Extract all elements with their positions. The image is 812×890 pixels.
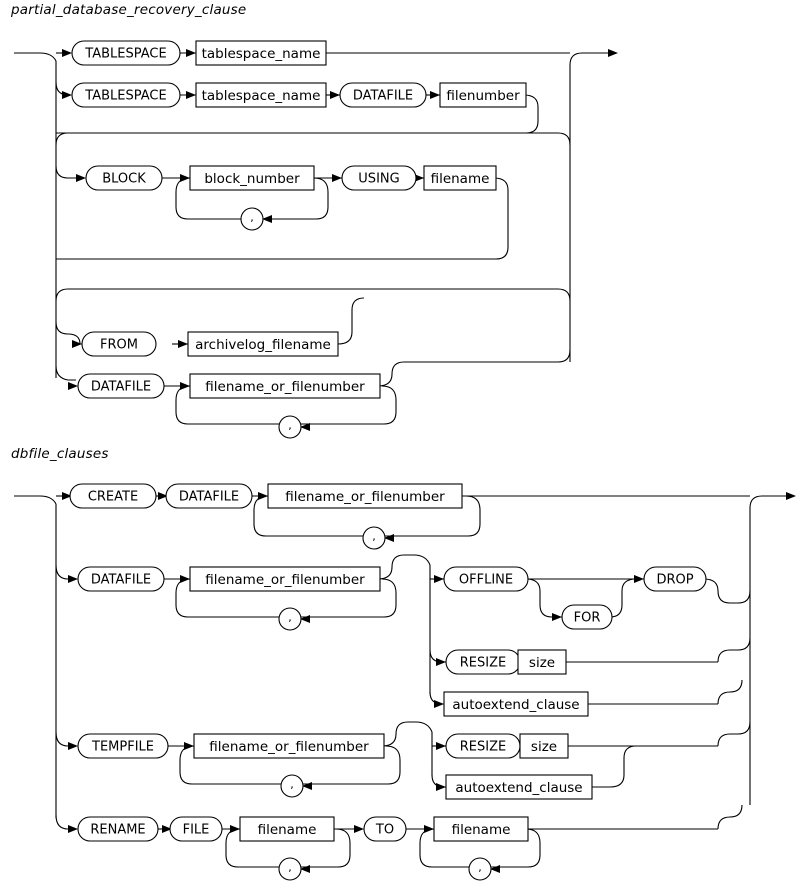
node-autoextend-clause-1: autoextend_clause [443,691,589,717]
node-label: TEMPFILE [91,740,154,755]
node-label: FROM [100,338,138,353]
node-label: RENAME [90,823,145,838]
node-label: , [478,861,482,874]
node-label: autoextend_clause [452,697,579,713]
node-datafile-keyword-2: DATAFILE [77,373,165,399]
node-from: FROM [81,331,157,357]
node-label: TABLESPACE [84,47,166,62]
node-label: FOR [574,611,601,626]
node-label: DATAFILE [91,573,151,588]
node-label: FILE [183,823,210,838]
d2-rails [14,492,796,868]
node-label: DATAFILE [353,89,413,104]
node-label: size [531,739,557,755]
node-tablespace-name-1: tablespace_name [195,40,327,66]
node-datafile: DATAFILE [77,566,165,592]
node-to: TO [363,816,407,842]
d1-arrowheads [62,49,440,431]
node-create-filename-or-filenumber: filename_or_filenumber [267,483,463,509]
node-file: FILE [169,816,223,842]
node-label: archivelog_filename [195,337,331,353]
node-drop: DROP [643,566,707,592]
diagram-title-dbfile-clauses: dbfile_clauses [11,446,109,462]
node-create-datafile: DATAFILE [165,483,253,509]
node-rename-filename-1: filename [239,816,335,842]
node-datafile-keyword-1: DATAFILE [339,82,427,108]
node-filename-using: filename [423,165,497,191]
node-label: OFFLINE [459,573,513,588]
node-label: RESIZE [460,656,506,671]
node-label: DROP [656,573,693,588]
node-tempfile-filename-or-filenumber: filename_or_filenumber [193,733,385,759]
node-label: filenumber [446,88,520,104]
node-label: filename_or_filenumber [205,379,365,395]
node-label: , [250,211,254,224]
node-rename-filename-2: filename [433,816,529,842]
node-block-number: block_number [189,165,315,191]
node-label: , [372,530,376,543]
node-tablespace-name-2: tablespace_name [195,82,327,108]
node-label: filename_or_filenumber [285,489,445,505]
node-comma-filename-or-filenumber-1: , [278,415,302,439]
node-filename-or-filenumber-1: filename_or_filenumber [189,373,381,399]
node-size-1: size [517,649,567,675]
node-datafile-filename-or-filenumber: filename_or_filenumber [189,566,381,592]
node-label: TABLESPACE [84,89,166,104]
node-size-2: size [519,733,569,759]
node-label: filename [452,822,511,838]
node-label: USING [358,172,399,187]
node-label: , [290,778,294,791]
node-label: filename [431,171,490,187]
node-create: CREATE [69,483,157,509]
node-resize-1: RESIZE [445,649,521,675]
node-label: , [288,861,292,874]
node-label: TO [375,823,394,838]
node-label: block_number [204,171,300,187]
node-label: CREATE [88,490,138,505]
node-resize-2: RESIZE [445,733,521,759]
node-label: DATAFILE [179,490,239,505]
node-label: filename_or_filenumber [205,572,365,588]
node-label: filename_or_filenumber [209,739,369,755]
node-label: , [288,611,292,624]
node-label: autoextend_clause [455,780,582,796]
node-label: tablespace_name [202,88,321,104]
node-block: BLOCK [85,165,163,191]
node-comma-tempfile: , [280,774,304,798]
node-label: BLOCK [102,172,146,187]
node-comma-rename-1: , [278,857,302,881]
node-comma-create: , [362,526,386,550]
node-filenumber: filenumber [439,82,527,108]
node-label: RESIZE [460,740,506,755]
node-tempfile: TEMPFILE [77,733,169,759]
node-comma-block-number: , [240,207,264,231]
node-label: filename [258,822,317,838]
node-comma-rename-2: , [468,857,492,881]
node-archivelog-filename: archivelog_filename [187,331,339,357]
diagram-partial-database-recovery-clause: TABLESPACE tablespace_name TABLESPACE ta… [14,40,618,439]
node-tablespace-2: TABLESPACE [71,82,181,108]
node-using: USING [341,165,417,191]
d1-rails [14,49,618,425]
node-label: tablespace_name [202,46,321,62]
node-rename: RENAME [77,816,159,842]
node-tablespace-1: TABLESPACE [71,40,181,66]
d2-arrowheads [62,492,644,873]
diagram-title-partial-database-recovery-clause: partial_database_recovery_clause [11,2,247,18]
node-for: FOR [561,604,613,630]
node-label: , [288,419,292,432]
node-label: size [529,655,555,671]
node-label: DATAFILE [91,380,151,395]
node-comma-datafile: , [278,607,302,631]
node-autoextend-clause-2: autoextend_clause [445,774,593,800]
node-offline: OFFLINE [443,566,529,592]
diagram-dbfile-clauses: CREATE DATAFILE filename_or_filenumber ,… [14,483,796,881]
